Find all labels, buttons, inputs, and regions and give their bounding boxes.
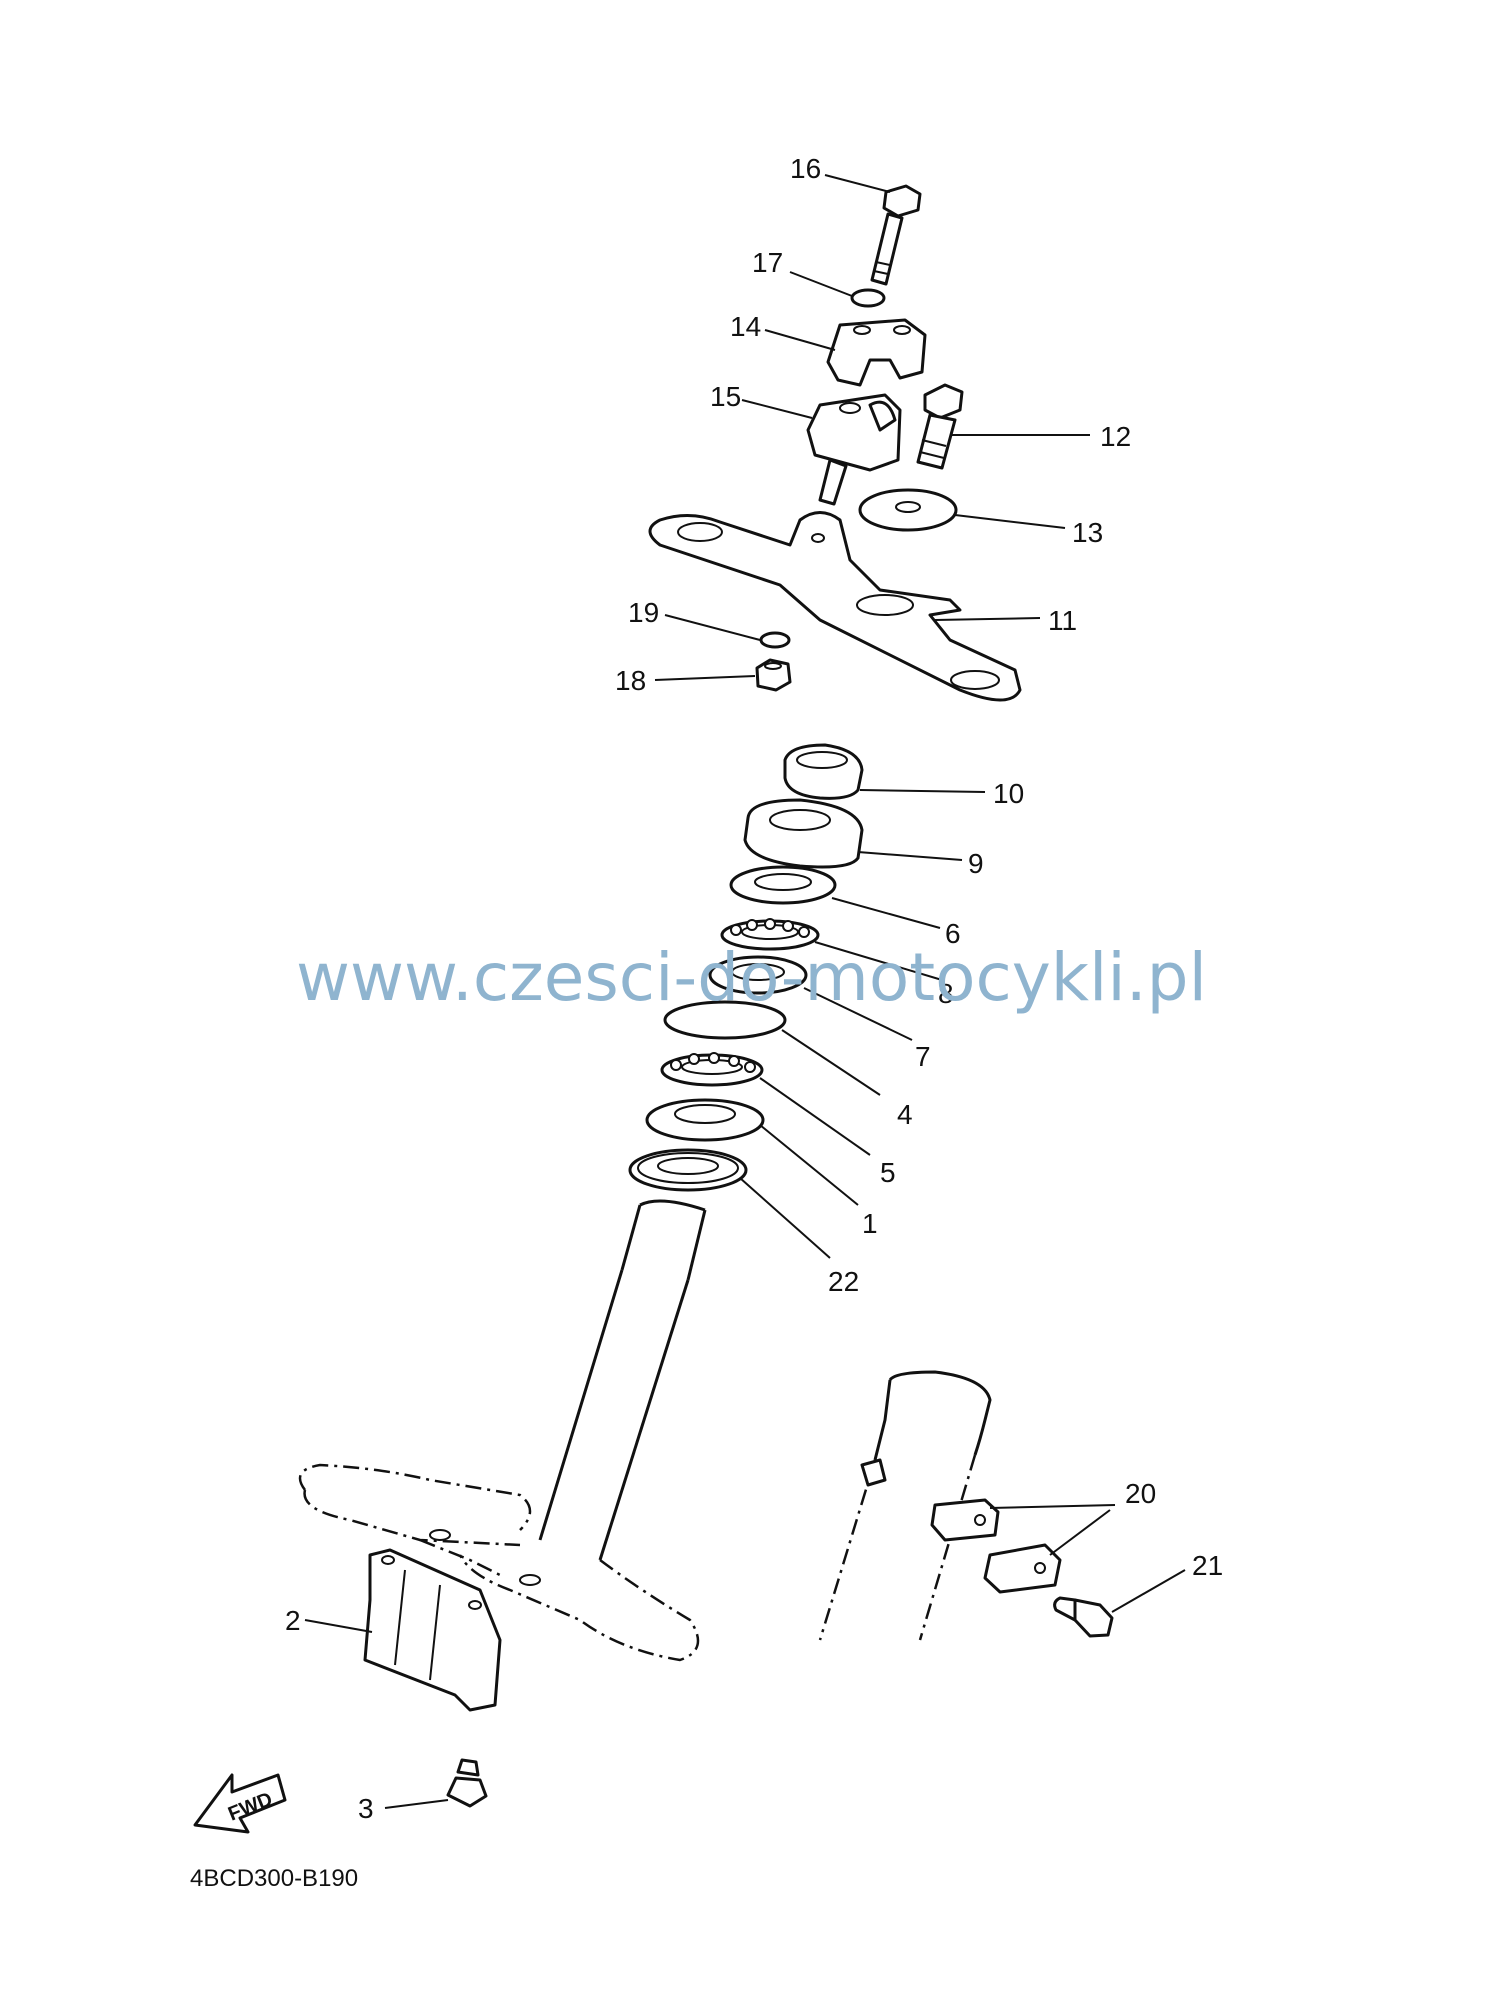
callout-19: 19: [628, 597, 659, 628]
callout-15: 15: [710, 381, 741, 412]
part-18-nut: [755, 658, 792, 692]
callout-5: 5: [880, 1157, 896, 1188]
part-8-ball-bearing: [720, 918, 820, 951]
callout-16: 16: [790, 153, 821, 184]
part-5-ball-bearing: [660, 1052, 764, 1087]
part-11-upper-bracket: [648, 511, 1022, 702]
callout-13: 13: [1072, 517, 1103, 548]
callout-17: 17: [752, 247, 783, 278]
watermark-text: www.czesci-do-motocykli.pl: [296, 939, 1207, 1016]
part-7-bearing-race: [708, 955, 808, 995]
callout-7: 7: [915, 1041, 931, 1072]
leader-lines: [304, 174, 1186, 1809]
part-16-bolt: [870, 184, 922, 286]
part-12-bolt: [916, 383, 964, 470]
callout-21: 21: [1192, 1550, 1223, 1581]
steering-stem: [538, 1199, 707, 1561]
callout-10: 10: [993, 778, 1024, 809]
callout-18: 18: [615, 665, 646, 696]
drawing-code: 4BCD300-B190: [190, 1865, 358, 1892]
part-15-handlebar-holder-lower: [806, 393, 902, 506]
callout-12: 12: [1100, 421, 1131, 452]
callout-14: 14: [730, 311, 761, 342]
callout-1: 1: [862, 1208, 878, 1239]
part-17-washer: [850, 288, 886, 308]
part-6-bearing-race: [729, 865, 837, 905]
part-2-cable-guide: [363, 1548, 502, 1712]
part-21-bolt: [1053, 1596, 1114, 1638]
part-9-dust-cover: [743, 798, 864, 869]
callout-3: 3: [358, 1793, 374, 1824]
callout-8: 8: [938, 978, 954, 1009]
callout-11: 11: [1048, 605, 1077, 636]
callout-4: 4: [897, 1099, 913, 1130]
callout-20: 20: [1125, 1478, 1156, 1509]
callout-labels: 16 17 14 15 12 13 11 19 18 10 9 6 8 7 4 …: [285, 153, 1223, 1824]
part-10-ring-nut: [783, 743, 864, 800]
part-20-clamps: [860, 1458, 1062, 1594]
callout-9: 9: [968, 848, 984, 879]
part-19-lock-washer: [759, 631, 791, 649]
part-13-washer: [858, 488, 958, 532]
part-14-handlebar-holder-upper: [826, 318, 927, 387]
callout-22: 22: [828, 1266, 859, 1297]
fork-tube: [818, 1370, 992, 1641]
part-1-bearing-race: [645, 1098, 765, 1142]
part-3-bolt: [446, 1758, 488, 1808]
part-4-washer: [663, 1000, 787, 1040]
callout-2: 2: [285, 1605, 301, 1636]
part-22-seal: [628, 1148, 748, 1192]
callout-6: 6: [945, 918, 961, 949]
under-bracket-phantom: [298, 1463, 700, 1662]
fwd-arrow-icon: FWD: [193, 1773, 287, 1834]
